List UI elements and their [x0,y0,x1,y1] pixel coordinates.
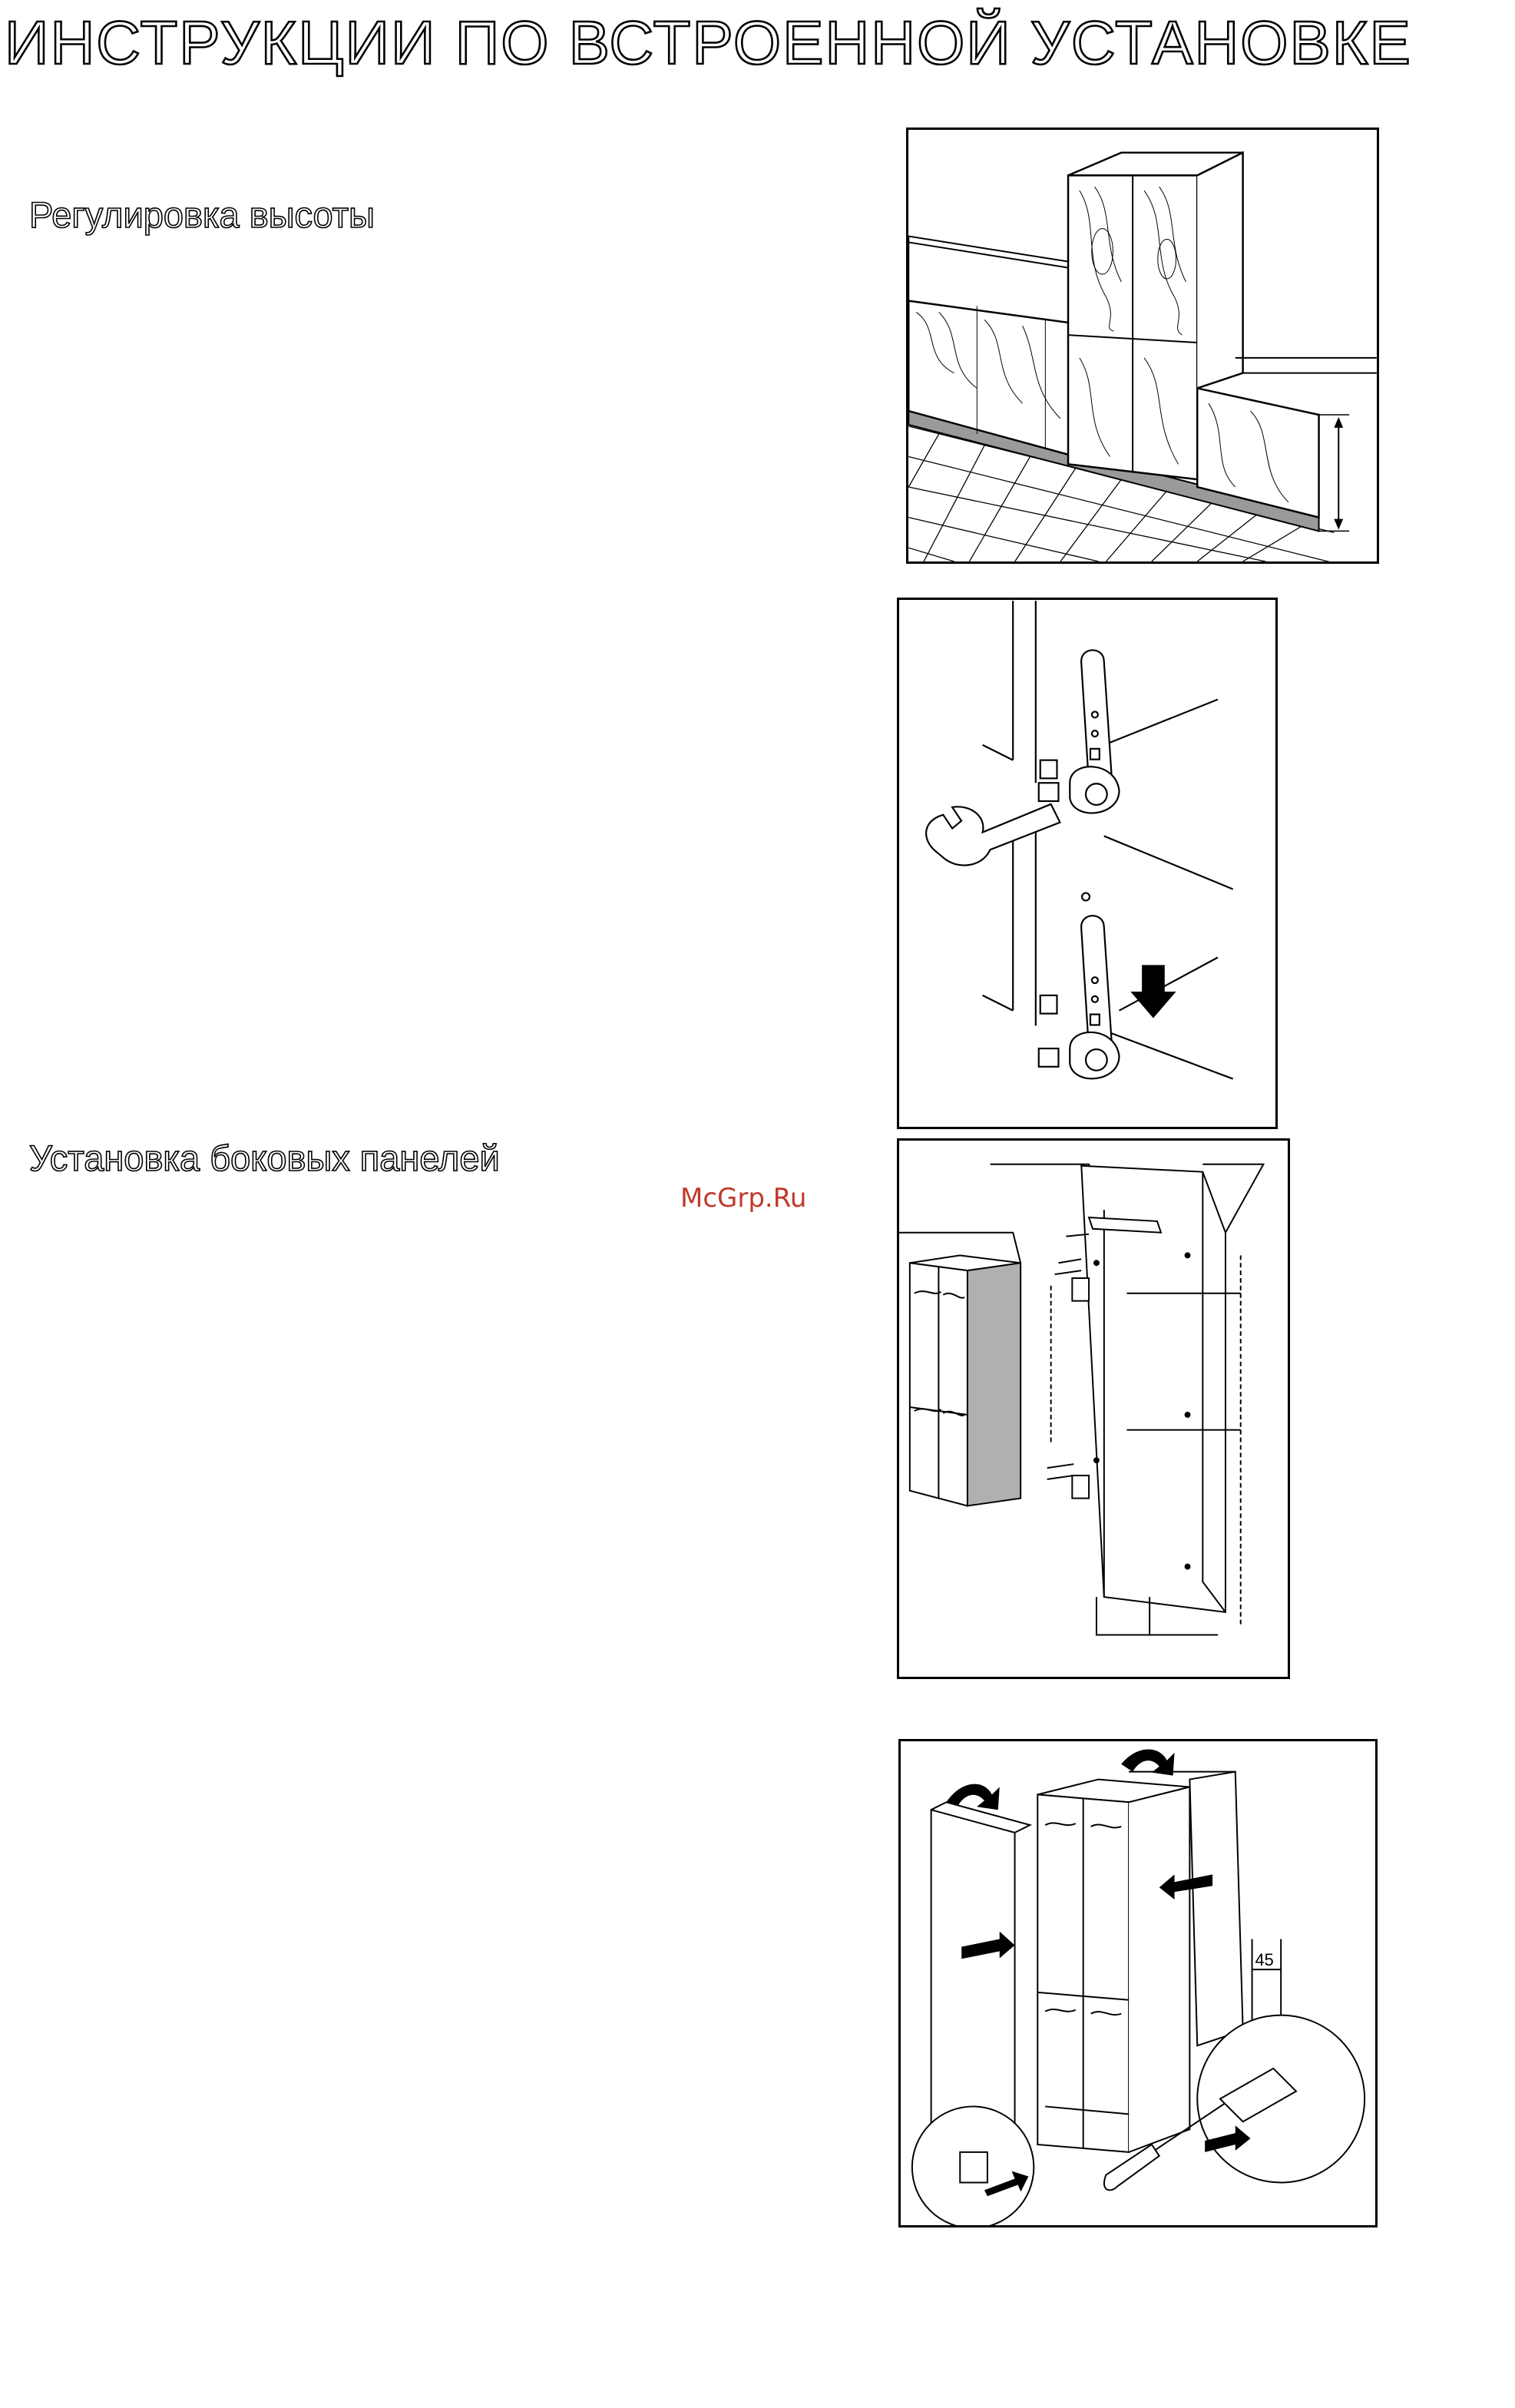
niche-illustration [908,130,1377,561]
section-heading-side-panels: Установка боковых панелей [29,1137,500,1179]
dimension-label-45: 45 [1255,1950,1274,1969]
figure-panel-attachment: 45 [898,1739,1378,2227]
page-title: ИНСТРУКЦИИ ПО ВСТРОЕННОЙ УСТАНОВКЕ [5,5,1510,81]
panel-attachment-illustration: 45 [901,1741,1375,2225]
feet-illustration [899,600,1275,1127]
figure-adjustable-feet [897,598,1278,1129]
figure-niche-height [906,128,1379,564]
figure-side-panel-mounting [897,1138,1290,1679]
side-panel-illustration [899,1141,1288,1677]
watermark: McGrp.Ru [680,1183,806,1214]
section-heading-height-adjustment: Регулировка высоты [29,194,375,236]
